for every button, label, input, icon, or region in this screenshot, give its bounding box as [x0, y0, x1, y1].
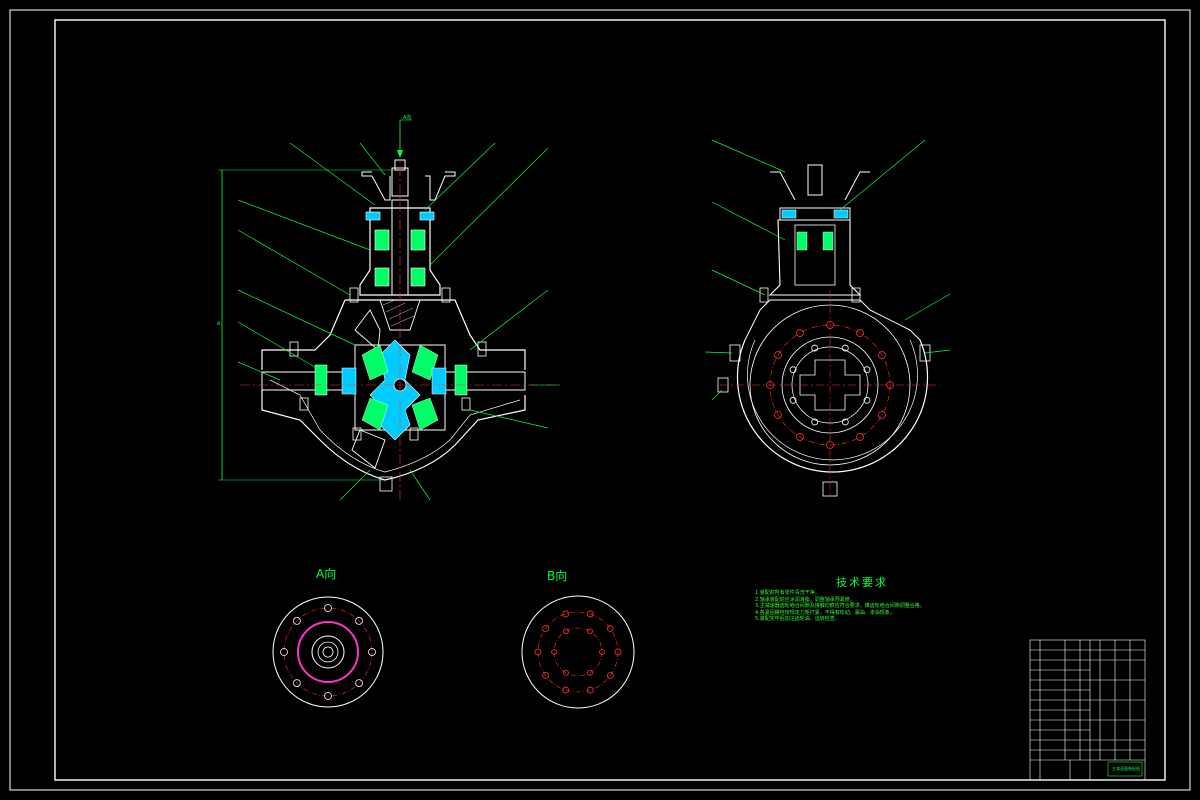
bolt-hole	[856, 433, 864, 441]
svg-text:Ø: Ø	[217, 321, 220, 326]
bolt-hole	[766, 381, 774, 389]
bolt-hole	[563, 628, 569, 635]
bolt-hole	[587, 628, 593, 635]
tech-item: 2.轴承装配前应涂润滑脂，调整轴承预紧度。	[755, 596, 855, 603]
bolt-hole	[614, 648, 622, 656]
bolt-hole	[355, 616, 364, 625]
bolt-hole	[586, 610, 594, 618]
bolt-hole	[841, 418, 849, 426]
bolt-hole	[355, 679, 364, 688]
bolt-hole	[368, 648, 376, 656]
bolt-hole	[789, 396, 797, 404]
bolt-hole	[878, 411, 886, 419]
technical-requirements-list: 1.装配前所有零件清洗干净。 2.轴承装配前应涂润滑脂，调整轴承预紧度。 3.主…	[755, 590, 970, 623]
tech-item: 4.各紧固螺栓按规定力矩拧紧，不得有松动、漏油、渗油现象。	[755, 609, 895, 616]
tech-item: 1.装配前所有零件清洗干净。	[755, 590, 820, 596]
tech-item: 5.装配完毕后加注齿轮油，运转检查。	[755, 616, 840, 622]
technical-requirements-title: 技术要求	[836, 576, 888, 589]
bolt-hole	[774, 351, 782, 359]
b-view-label: B向	[547, 569, 568, 583]
bolt-hole	[774, 411, 782, 419]
bolt-hole	[796, 433, 804, 441]
b-view	[521, 595, 635, 709]
bolt-hole	[878, 351, 886, 359]
inner-frame	[54, 19, 1166, 781]
bolt-hole	[563, 669, 569, 676]
bolt-hole	[562, 610, 570, 618]
bolt-hole	[324, 604, 332, 612]
bolt-hole	[856, 329, 864, 337]
bolt-hole	[542, 672, 550, 679]
bolt-hole	[324, 692, 332, 700]
section-arrow-label: A向	[403, 115, 412, 121]
bolt-hole	[586, 686, 594, 694]
main-section-view: Ø	[217, 119, 560, 501]
bolt-hole	[841, 344, 849, 352]
bolt-hole	[826, 321, 834, 329]
bolt-hole	[562, 686, 570, 694]
bolt-hole	[292, 679, 301, 688]
outer-frame	[9, 9, 1191, 791]
bolt-hole	[551, 649, 557, 655]
bolt-hole	[863, 366, 871, 374]
bolt-hole	[789, 366, 797, 374]
bolt-hole	[826, 441, 834, 449]
a-view-label: A向	[316, 567, 337, 581]
bolt-hole	[863, 396, 871, 404]
side-view	[704, 139, 951, 497]
bolt-hole	[796, 329, 804, 337]
drawing-name: 主减速器装配图	[1112, 766, 1140, 771]
bolt-hole	[599, 649, 605, 655]
bolt-hole	[811, 344, 819, 352]
tech-item: 3.主减速器齿轮啮合间隙及接触印痕应符合要求，锥齿轮啮合间隙调整合格。	[755, 603, 925, 609]
bolt-hole	[280, 648, 288, 656]
bolt-hole	[587, 669, 593, 676]
bolt-hole	[542, 625, 550, 632]
bolt-hole	[606, 625, 614, 632]
bolt-hole	[292, 616, 301, 625]
bolt-hole	[606, 672, 614, 679]
bolt-hole	[811, 418, 819, 426]
bolt-hole	[534, 648, 542, 656]
title-block	[1029, 639, 1146, 781]
bolt-hole	[886, 381, 894, 389]
a-view	[272, 596, 384, 708]
